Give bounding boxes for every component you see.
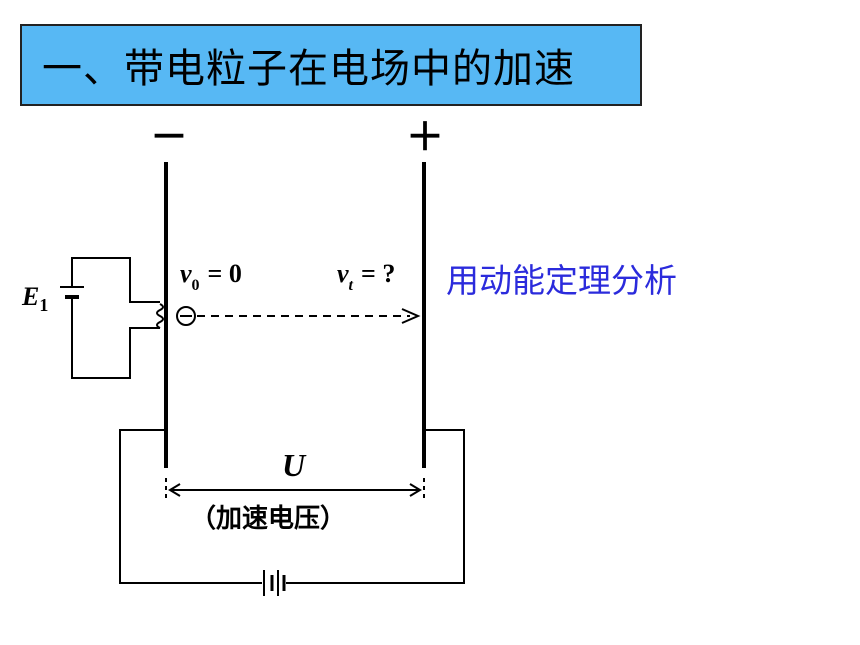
voltage-caption: （加速电压）: [190, 504, 346, 534]
positive-plate-sign: ＋: [406, 115, 444, 159]
initial-velocity-label: v0= 0: [180, 259, 242, 294]
negative-plate-sign: －: [150, 115, 188, 159]
accelerating-circuit: [119, 429, 465, 596]
method-note: 用动能定理分析: [446, 261, 677, 300]
title-box: 一、带电粒子在电场中的加速: [20, 24, 642, 106]
voltage-label: U: [282, 447, 307, 483]
source-label: E1: [21, 282, 48, 315]
voltage-dimension: [165, 478, 425, 502]
final-velocity-label: vt= ?: [337, 259, 395, 294]
page-title: 一、带电粒子在电场中的加速: [42, 46, 575, 92]
electron: [176, 306, 196, 326]
heater-circuit: [60, 257, 164, 379]
arrow-head: [401, 308, 421, 324]
